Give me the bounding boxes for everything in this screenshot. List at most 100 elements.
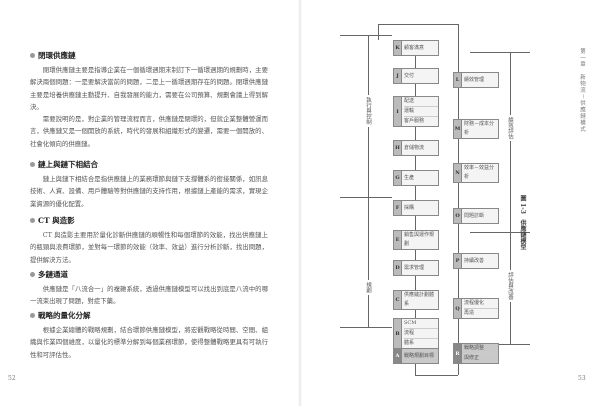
connector-line — [378, 24, 379, 40]
box-text: 問題診斷 — [462, 209, 498, 223]
box-letter: E — [394, 231, 402, 249]
section-strategy: 戰略的量化分解 根據企業總體的戰略規劃，結合環節供應鏈模型，將宏觀戰略從時間、空… — [30, 306, 268, 361]
book-gutter — [298, 0, 302, 406]
box-letter: H — [394, 141, 402, 155]
figure-caption: 圖 1-3 供應鏈模型 — [519, 195, 526, 250]
box-text: 倉儲物流 — [402, 141, 438, 155]
box-line: 與修正 — [464, 355, 480, 361]
box-line: 問題診斷 — [464, 212, 485, 219]
heading-text: CT 與造影 — [38, 216, 75, 225]
box-text: 戰略調整與修正 — [462, 344, 498, 363]
connector-line — [378, 24, 458, 25]
box-line: 運輸 — [404, 107, 438, 117]
box-letter: B — [394, 319, 402, 348]
box-line: 流程優化 — [464, 299, 498, 309]
box-letter: D — [394, 261, 402, 275]
box-letter: P — [454, 254, 462, 268]
bracket-line — [340, 197, 392, 198]
box-line: 效率－效益分析 — [464, 165, 495, 180]
box-text: 流程優化再造 — [462, 299, 498, 318]
paragraph: 需要說明的是，對企業的管理流程而言，供應鏈是閉環的，但就企業整體營運而言，供應鏈… — [30, 115, 268, 148]
box-letter: G — [394, 171, 402, 185]
section-chain-combination: 鏈上與鏈下相結合 鏈上與鏈下相結合是指供應鏈上的業務環節與鏈下支撐體系的銜接關係… — [30, 155, 268, 210]
box-letter: I — [394, 97, 402, 126]
box-line: 財務－成本分析 — [464, 121, 495, 136]
heading-text: 戰略的量化分解 — [38, 311, 91, 320]
connector-line — [415, 375, 458, 376]
paragraph: 根據企業總體的戰略規劃，結合環節供應鏈模型，將宏觀戰略從時間、空間、組織與作業四… — [30, 326, 268, 359]
bracket-line — [470, 232, 530, 233]
box-letter: C — [394, 291, 402, 309]
bracket-label: 績效評估 — [506, 115, 514, 141]
connector-line — [458, 360, 459, 375]
box-line: 顧客滿意 — [404, 44, 425, 51]
bracket-line — [510, 52, 511, 344]
paragraph: 鏈上與鏈下相結合是指供應鏈上的業務環節與鏈下支撐體系的銜接關係，如訊息技術、人資… — [30, 175, 268, 208]
section-heading: 閉環供應鏈 — [30, 50, 268, 61]
box-letter: A — [394, 349, 402, 363]
paragraph: 閉環供應鏈主要是指導企業在一個循環週期末制訂下一循環週期的規劃時，主要解決兩個問… — [30, 66, 268, 111]
heading-text: 多鏈通道 — [38, 270, 68, 279]
box-line: 再造 — [464, 310, 475, 316]
section-heading: 多鏈通道 — [30, 269, 268, 280]
section-ct: CT 與造影 CT 與造影主要用於量化診斷供應鏈的順暢性和每個環節的效能，找出供… — [30, 211, 268, 266]
bracket-line — [340, 327, 392, 328]
box-letter: R — [454, 344, 462, 363]
box-line: 戰略調整 — [464, 344, 498, 354]
bracket-line — [470, 344, 530, 345]
box-line: 需求管理 — [404, 264, 425, 271]
box-text: 戰略規劃目標 — [402, 349, 438, 363]
paragraph: CT 與造影主要用於量化診斷供應鏈的順暢性和每個環節的效能，找出供應鏈上的瓶頸與… — [30, 231, 268, 264]
box-line: 流程 — [404, 329, 438, 339]
section-multi-channel: 多鏈通道 供應鏈是「八流合一」的複雜系統，透過供應鏈模型可以找出到底是八流中的哪… — [30, 265, 268, 308]
box-line: SCM — [404, 319, 438, 329]
box-text: 顧客滿意 — [402, 41, 438, 55]
section-heading: 戰略的量化分解 — [30, 310, 268, 321]
box-line: 客戶服務 — [404, 118, 425, 124]
box-letter: O — [454, 209, 462, 223]
bracket-label: 規劃 — [364, 280, 372, 295]
box-text: 持續改善 — [462, 254, 498, 268]
bracket-line — [368, 35, 369, 327]
bracket-label: 評估與改善 — [506, 270, 514, 302]
box-text: 供應鏈計劃體系 — [402, 291, 438, 309]
box-letter: Q — [454, 299, 462, 318]
paragraph: 供應鏈是「八流合一」的複雜系統，透過供應鏈模型可以找出到底是八流中的哪一流束出現… — [30, 285, 268, 306]
heading-text: 鏈上與鏈下相結合 — [38, 160, 98, 169]
box-letter: K — [394, 41, 402, 55]
box-letter: L — [454, 73, 462, 87]
section-closed-loop: 閉環供應鏈 閉環供應鏈主要是指導企業在一個循環週期末制訂下一循環週期的規劃時，主… — [30, 46, 268, 150]
box-line: 持續改善 — [464, 257, 485, 264]
box-line: 供應鏈計劃體系 — [404, 292, 435, 307]
heading-text: 閉環供應鏈 — [38, 51, 76, 60]
box-letter: M — [454, 120, 462, 138]
bracket-label: 執行與控制 — [364, 95, 372, 127]
box-line: 戰略規劃目標 — [404, 352, 435, 359]
box-line: 採購 — [404, 204, 415, 211]
box-letter: J — [394, 69, 402, 83]
box-line: 體系 — [404, 340, 415, 346]
box-line: 績效管理 — [464, 76, 485, 83]
page-number: 53 — [578, 375, 586, 382]
box-letter: N — [454, 164, 462, 182]
box-text: 採購 — [402, 201, 438, 215]
box-text: 財務－成本分析 — [462, 120, 498, 138]
box-text: 銷售與運作規劃 — [402, 231, 438, 249]
